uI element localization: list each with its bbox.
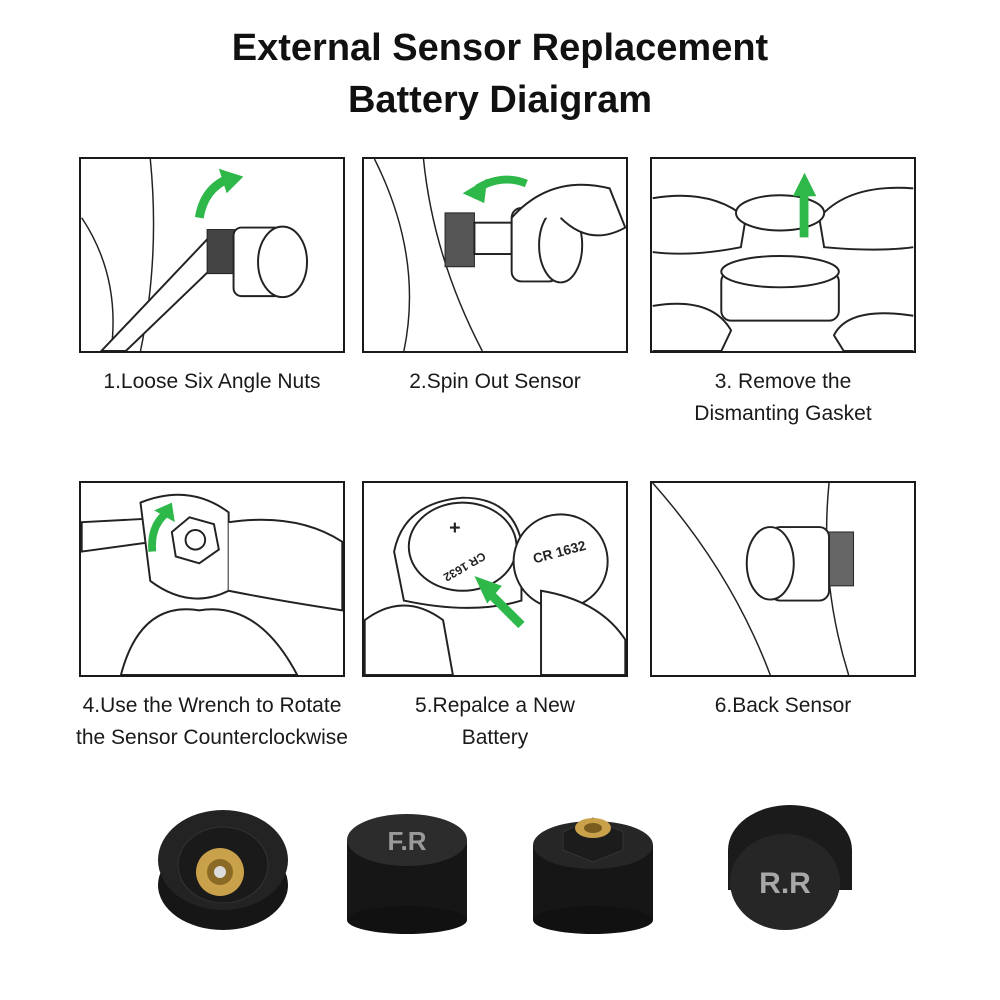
- step-4-illustration: [79, 481, 345, 677]
- step-1-caption: 1.Loose Six Angle Nuts: [62, 366, 362, 398]
- step-4-caption: 4.Use the Wrench to Rotate the Sensor Co…: [62, 690, 362, 754]
- sensor-product-front-right: F.R: [332, 790, 482, 940]
- step-5-illustration: CR 1632 + CR 1632: [362, 481, 628, 677]
- product-label-rr: R.R: [759, 867, 811, 900]
- battery-plus-sign: +: [449, 517, 460, 539]
- wrench-rotate-sensor-illustration: [81, 493, 343, 675]
- page-title: External Sensor Replacement Battery Diai…: [0, 22, 1000, 126]
- step-2-caption: 2.Spin Out Sensor: [345, 366, 645, 398]
- wrench-loosen-nut-illustration: [81, 159, 308, 351]
- sensor-product-rear-right: R.R: [710, 790, 860, 940]
- step-5-caption-line-1: 5.Repalce a New: [415, 694, 575, 717]
- step-6-caption: 6.Back Sensor: [633, 690, 933, 722]
- step-3-caption: 3. Remove the Dismanting Gasket: [633, 366, 933, 430]
- back-sensor-illustration: [652, 483, 855, 675]
- title-line-2: Battery Diaigram: [347, 79, 653, 121]
- step-1-caption-line-1: 1.Loose Six Angle Nuts: [103, 370, 321, 393]
- step-3-illustration: [650, 157, 916, 353]
- step-5-caption: 5.Repalce a New Battery: [345, 690, 645, 754]
- step-1-illustration: [79, 157, 345, 353]
- spin-out-sensor-illustration: [373, 159, 626, 351]
- product-label-fr: F.R: [388, 826, 427, 856]
- remove-gasket-illustration: [652, 172, 914, 351]
- step-2-illustration: [362, 157, 628, 353]
- step-5-caption-line-2: Battery: [461, 726, 529, 749]
- step-3-caption-line-1: 3. Remove the: [714, 370, 852, 393]
- step-4-caption-line-1: 4.Use the Wrench to Rotate: [82, 694, 342, 717]
- step-2-caption-line-1: 2.Spin Out Sensor: [409, 370, 581, 393]
- replace-battery-illustration: CR 1632 + CR 1632: [364, 496, 626, 675]
- sensor-product-threaded-view: [148, 790, 298, 940]
- step-6-caption-line-1: 6.Back Sensor: [714, 694, 852, 717]
- sensor-product-nut-view: [518, 790, 668, 940]
- step-4-caption-line-2: the Sensor Counterclockwise: [76, 726, 348, 749]
- step-6-illustration: [650, 481, 916, 677]
- step-3-caption-line-2: Dismanting Gasket: [694, 402, 872, 425]
- title-line-1: External Sensor Replacement: [231, 27, 769, 69]
